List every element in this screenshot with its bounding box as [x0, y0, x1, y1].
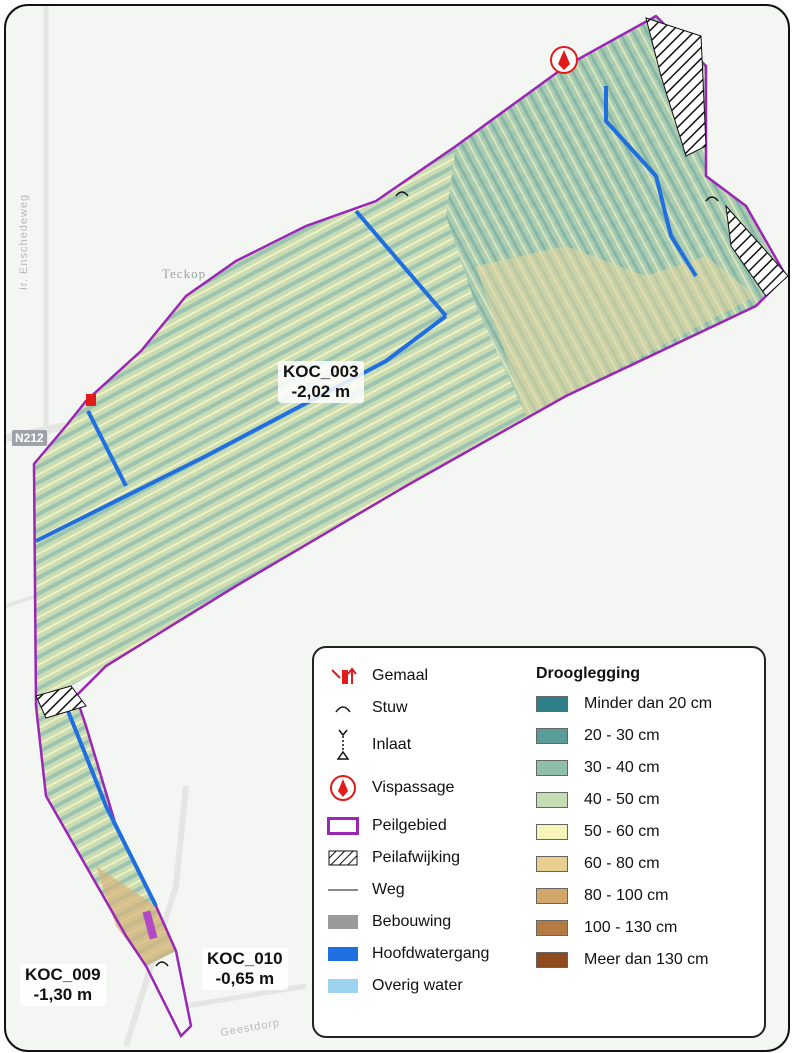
class-label: Meer dan 130 cm	[584, 951, 709, 968]
class-label: 50 - 60 cm	[584, 823, 660, 840]
weg-icon	[326, 880, 360, 900]
legend-label: Hoofdwatergang	[372, 945, 490, 962]
area-code: KOC_009	[25, 965, 101, 984]
class-swatch	[536, 696, 568, 712]
class-label: 100 - 130 cm	[584, 919, 678, 936]
stuw-icon	[326, 698, 360, 718]
polder-east-warm	[476, 246, 756, 416]
hoofdwatergang-lines	[35, 86, 698, 907]
peilgebied-outline	[32, 14, 788, 1039]
legend-class-row: 80 - 100 cm	[536, 880, 756, 912]
legend-class-row: Minder dan 20 cm	[536, 688, 756, 720]
class-swatch	[536, 760, 568, 776]
legend-class-row: 30 - 40 cm	[536, 752, 756, 784]
legend-class-row: Meer dan 130 cm	[536, 944, 756, 976]
class-swatch	[536, 824, 568, 840]
legend-item-bebouwing: Bebouwing	[326, 906, 526, 938]
area-label-koc009: KOC_009 -1,30 m	[20, 964, 106, 1006]
vispassage-icon	[326, 773, 360, 803]
legend-item-peilgebied: Peilgebied	[326, 810, 526, 842]
class-swatch	[536, 792, 568, 808]
class-swatch	[536, 920, 568, 936]
peilafwijking-icon	[326, 848, 360, 868]
legend-label: Inlaat	[372, 736, 412, 753]
gemaal-marker[interactable]	[86, 394, 96, 406]
legend-item-stuw: Stuw	[326, 692, 526, 724]
legend-class-row: 40 - 50 cm	[536, 784, 756, 816]
gemaal-icon	[326, 666, 360, 686]
legend-label: Peilafwijking	[372, 849, 461, 866]
hoofdwatergang-icon	[326, 944, 360, 964]
legend-title: Drooglegging	[536, 665, 640, 682]
legend-label: Bebouwing	[372, 913, 452, 930]
legend-symbols: Gemaal Stuw Inlaat Vispassage Peilgebied	[326, 660, 526, 1002]
map-legend: Gemaal Stuw Inlaat Vispassage Peilgebied	[312, 646, 766, 1038]
area-label-koc010: KOC_010 -0,65 m	[202, 948, 288, 990]
peilafwijking-areas	[35, 17, 788, 719]
class-label: 30 - 40 cm	[584, 759, 660, 776]
area-level: -0,65 m	[215, 969, 275, 988]
bebouwing-icon	[326, 912, 360, 932]
legend-label: Peilgebied	[372, 817, 447, 834]
legend-label: Overig water	[372, 977, 463, 994]
road-label: N212	[12, 430, 47, 446]
class-label: 80 - 100 cm	[584, 887, 669, 904]
class-swatch	[536, 952, 568, 968]
legend-label: Weg	[372, 881, 405, 898]
legend-item-hoofdwatergang: Hoofdwatergang	[326, 938, 526, 970]
legend-class-row: 20 - 30 cm	[536, 720, 756, 752]
class-label: 60 - 80 cm	[584, 855, 660, 872]
legend-label: Vispassage	[372, 779, 455, 796]
legend-item-weg: Weg	[326, 874, 526, 906]
bebouwing-block	[142, 910, 158, 940]
legend-label: Gemaal	[372, 667, 429, 684]
legend-item-vispassage: Vispassage	[326, 766, 526, 810]
legend-item-overig-water: Overig water	[326, 970, 526, 1002]
legend-label: Stuw	[372, 699, 408, 716]
place-label: Teckop	[162, 266, 207, 281]
class-swatch	[536, 856, 568, 872]
area-label-koc003: KOC_003 -2,02 m	[278, 361, 364, 403]
street-label: Ir. Enschedeweg	[18, 193, 31, 291]
area-code: KOC_003	[283, 362, 359, 381]
legend-item-inlaat: Inlaat	[326, 724, 526, 766]
overig-water-icon	[326, 976, 360, 996]
class-label: 40 - 50 cm	[584, 791, 660, 808]
map-canvas[interactable]	[6, 6, 788, 1050]
legend-class-row: 100 - 130 cm	[536, 912, 756, 944]
vispassage-marker[interactable]	[550, 46, 578, 74]
legend-item-gemaal: Gemaal	[326, 660, 526, 692]
peilgebied-icon	[326, 816, 360, 836]
area-level: -2,02 m	[291, 382, 351, 401]
class-label: 20 - 30 cm	[584, 727, 660, 744]
map-frame: Teckop N212 Ir. Enschedeweg Geestdorp KO…	[4, 4, 790, 1052]
polder-south-warm	[96, 866, 176, 966]
stuw-markers	[155, 191, 719, 967]
class-label: Minder dan 20 cm	[584, 695, 713, 712]
area-level: -1,30 m	[33, 985, 93, 1004]
area-code: KOC_010	[207, 949, 283, 968]
legend-class-row: 60 - 80 cm	[536, 848, 756, 880]
class-swatch	[536, 728, 568, 744]
class-swatch	[536, 888, 568, 904]
legend-item-peilafwijking: Peilafwijking	[326, 842, 526, 874]
legend-class-row: 50 - 60 cm	[536, 816, 756, 848]
legend-drooglegging: Drooglegging Minder dan 20 cm 20 - 30 cm 3…	[536, 660, 756, 976]
inlaat-icon	[326, 728, 360, 762]
